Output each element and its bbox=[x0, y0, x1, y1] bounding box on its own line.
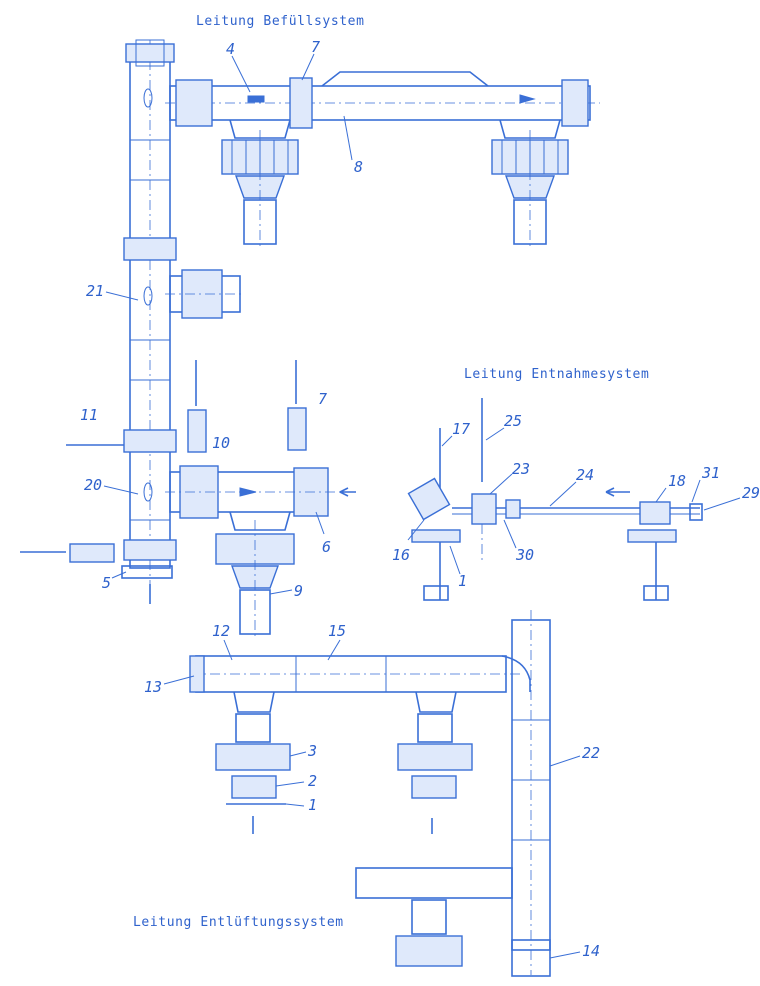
cap-2 bbox=[231, 775, 277, 799]
title-vent-system: Leitung Entlüftungssystem bbox=[133, 915, 344, 930]
inlet-arrow-6 bbox=[339, 487, 356, 497]
callout-16: 16 bbox=[392, 546, 410, 564]
callout-13: 13 bbox=[144, 678, 162, 696]
callout-7-top: 7 bbox=[311, 38, 320, 56]
title-fill-system: Leitung Befüllsystem bbox=[196, 14, 365, 29]
callout-17: 17 bbox=[452, 420, 470, 438]
pipe-section-8 bbox=[321, 71, 489, 87]
callout-8: 8 bbox=[354, 158, 363, 176]
lower-coupling bbox=[123, 429, 177, 453]
callout-1-vent: 1 bbox=[308, 796, 317, 814]
callout-14: 14 bbox=[582, 942, 600, 960]
vent-system-assembly bbox=[189, 610, 551, 977]
extraction-system-assembly bbox=[407, 398, 703, 601]
flow-arrow-top bbox=[247, 95, 265, 103]
coupling-18 bbox=[639, 501, 671, 525]
callout-9: 9 bbox=[294, 582, 303, 600]
callout-5: 5 bbox=[102, 574, 111, 592]
cross-fitting-23 bbox=[471, 493, 497, 525]
bottom-coupling bbox=[123, 539, 177, 561]
callout-22: 22 bbox=[582, 744, 600, 762]
fill-system-assembly bbox=[20, 39, 600, 640]
nut-3 bbox=[215, 743, 291, 771]
left-clip bbox=[69, 543, 115, 563]
end-cap-5 bbox=[121, 565, 173, 579]
vent-lower-branch bbox=[355, 867, 513, 899]
coupling-7-top bbox=[289, 77, 313, 129]
callout-labels: 4 7 8 21 11 10 7 20 6 9 5 17 25 23 24 18… bbox=[80, 38, 760, 960]
callout-6: 6 bbox=[322, 538, 331, 556]
callout-29: 29 bbox=[742, 484, 760, 502]
callout-10: 10 bbox=[212, 434, 230, 452]
callout-25: 25 bbox=[504, 412, 522, 430]
coupling-top-right bbox=[561, 79, 589, 127]
callout-7-lower: 7 bbox=[318, 390, 327, 408]
coupling-top-left bbox=[175, 79, 213, 127]
callout-24: 24 bbox=[576, 466, 594, 484]
clip-10 bbox=[187, 409, 207, 453]
valve-body-16 bbox=[407, 477, 451, 521]
callout-30: 30 bbox=[515, 546, 534, 564]
callout-18: 18 bbox=[668, 472, 686, 490]
callout-1-extract: 1 bbox=[458, 572, 467, 590]
end-cap-13 bbox=[189, 655, 205, 693]
callout-3: 3 bbox=[307, 742, 317, 760]
callout-15: 15 bbox=[328, 622, 346, 640]
top-coupling bbox=[125, 43, 175, 63]
callout-31: 31 bbox=[701, 464, 720, 482]
mid-coupling bbox=[123, 237, 177, 261]
callout-4: 4 bbox=[226, 40, 235, 58]
callout-11: 11 bbox=[80, 406, 98, 424]
title-extraction-system: Leitung Entnahmesystem bbox=[464, 367, 649, 382]
callout-12: 12 bbox=[212, 622, 230, 640]
clip-7 bbox=[287, 407, 307, 451]
callout-23: 23 bbox=[512, 460, 530, 478]
vent-nut-right bbox=[397, 743, 473, 771]
callout-21: 21 bbox=[86, 282, 104, 300]
vent-lower-nut bbox=[395, 935, 463, 967]
end-cap-29 bbox=[689, 503, 703, 521]
callout-20: 20 bbox=[84, 476, 102, 494]
callout-2: 2 bbox=[308, 772, 317, 790]
